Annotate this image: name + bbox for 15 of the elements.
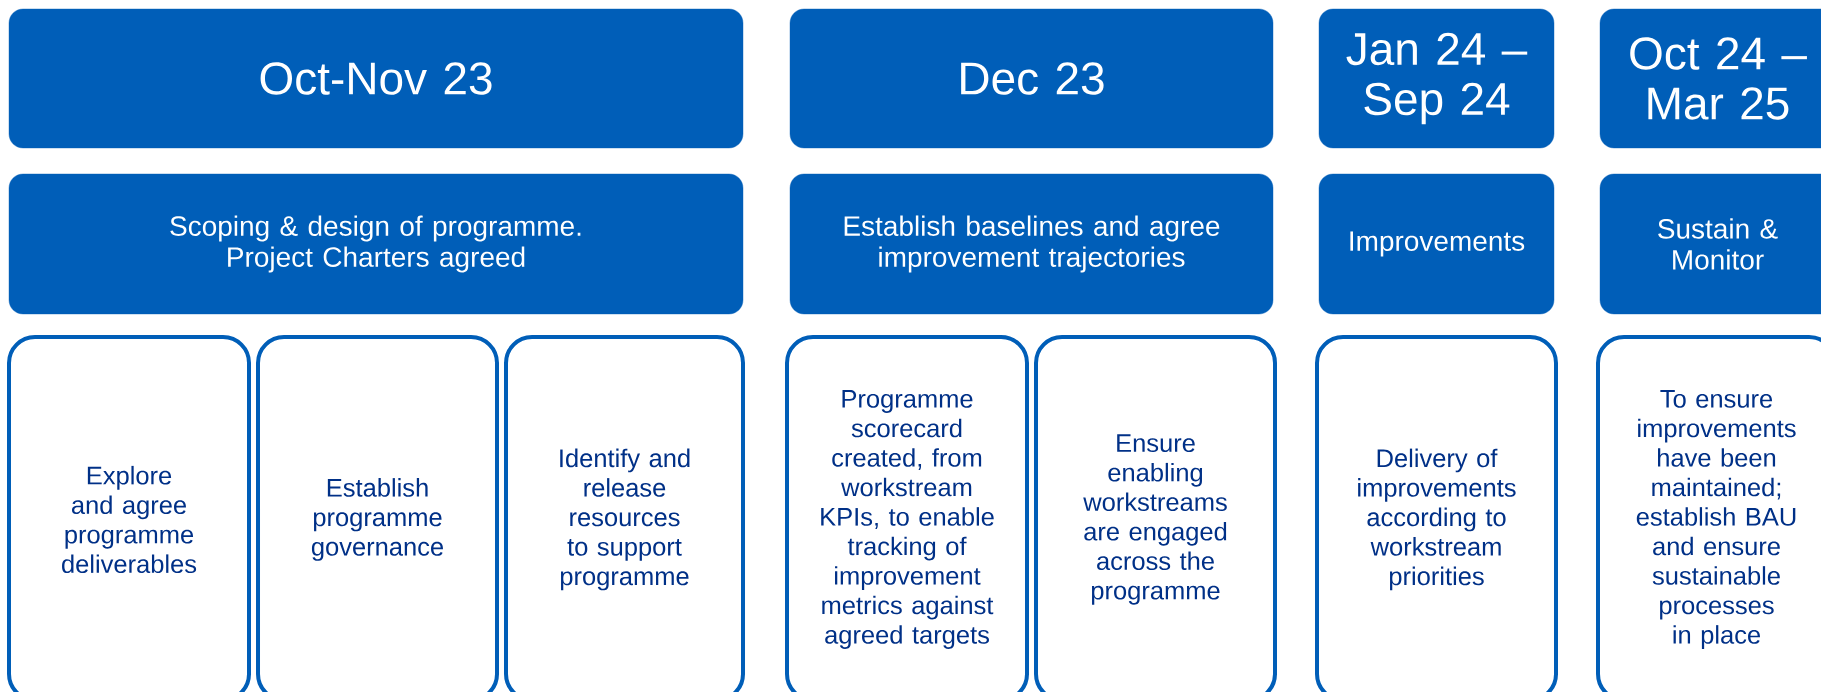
task-box: Identify and release resources to support programme [504,335,745,692]
task-box: Ensure enabling workstreams are engaged across the programme [1034,335,1277,692]
task-box: Programme scorecard created, from workstream KPIs, to enable tracking of improvement metrics against agreed targets [785,335,1029,692]
phase-box: Sustain & Monitor [1599,173,1821,315]
period-header: Oct 24 – Mar 25 [1599,8,1821,149]
period-header: Oct-Nov 23 [8,8,744,149]
period-header: Dec 23 [789,8,1274,149]
phase-box: Scoping & design of programme. Project Charters agreed [8,173,744,315]
phase-box: Establish baselines and agree improvement trajectories [789,173,1274,315]
task-box: To ensure improvements have been maintained; establish BAU and ensure sustainable processes in place [1596,335,1821,692]
period-header: Jan 24 – Sep 24 [1318,8,1555,149]
task-box: Delivery of improvements according to workstream priorities [1315,335,1558,692]
task-box: Establish programme governance [256,335,499,692]
task-box: Explore and agree programme deliverables [7,335,251,692]
phase-box: Improvements [1318,173,1555,315]
